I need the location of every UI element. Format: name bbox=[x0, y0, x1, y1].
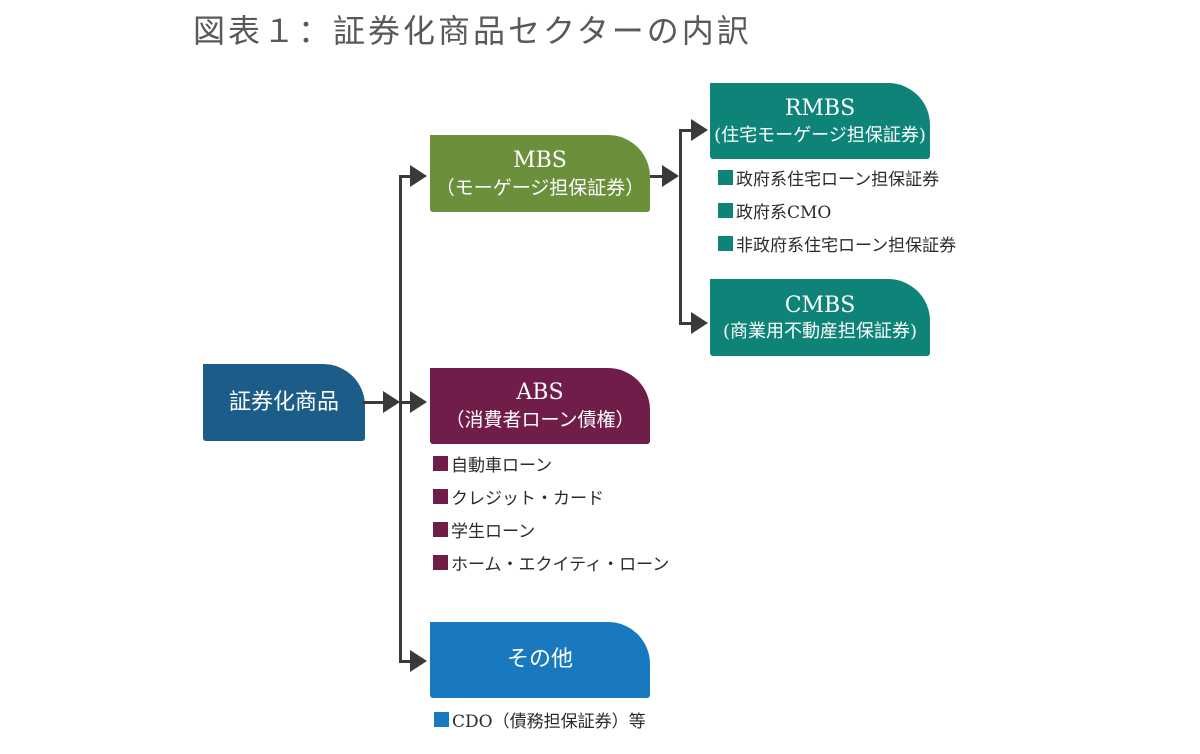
list-item: 非政府系住宅ローン担保証券 bbox=[718, 227, 956, 260]
arrowhead-icon bbox=[691, 119, 708, 141]
bullet-square-icon bbox=[434, 712, 449, 727]
connector-line bbox=[650, 175, 662, 178]
bullet-square-icon bbox=[433, 489, 448, 504]
list-item: 政府系住宅ローン担保証券 bbox=[718, 161, 956, 194]
list-item: ホーム・エクイティ・ローン bbox=[433, 546, 669, 579]
other-bullet-list: CDO（債務担保証券）等 bbox=[434, 703, 646, 736]
node-cmbs-subtitle: (商業用不動産担保証券) bbox=[722, 321, 918, 343]
list-item-label: 非政府系住宅ローン担保証券 bbox=[736, 236, 957, 256]
connector-line bbox=[679, 129, 682, 325]
bullet-square-icon bbox=[718, 170, 733, 185]
arrowhead-icon bbox=[662, 165, 679, 187]
node-abs-subtitle: （消費者ローン債権） bbox=[445, 409, 635, 432]
connector-line bbox=[402, 175, 410, 178]
bullet-square-icon bbox=[433, 456, 448, 471]
connector-line bbox=[402, 660, 410, 663]
node-abs: ABS （消費者ローン債権） bbox=[430, 368, 650, 444]
connector-line bbox=[362, 401, 383, 404]
node-mbs-title: MBS bbox=[513, 147, 567, 173]
rmbs-bullet-list: 政府系住宅ローン担保証券 政府系CMO 非政府系住宅ローン担保証券 bbox=[718, 161, 956, 260]
connector-line bbox=[682, 322, 691, 325]
arrowhead-icon bbox=[691, 312, 708, 334]
node-securitized-products: 証券化商品 bbox=[203, 364, 365, 441]
abs-bullet-list: 自動車ローン クレジット・カード 学生ローン ホーム・エクイティ・ローン bbox=[433, 447, 669, 579]
list-item: CDO（債務担保証券）等 bbox=[434, 703, 646, 736]
node-rmbs: RMBS (住宅モーゲージ担保証券) bbox=[710, 83, 930, 159]
node-securitized-products-label: 証券化商品 bbox=[228, 389, 339, 415]
arrowhead-icon bbox=[410, 650, 427, 672]
node-mbs: MBS （モーゲージ担保証券） bbox=[430, 135, 650, 212]
bullet-square-icon bbox=[718, 203, 733, 218]
list-item-label: CDO（債務担保証券）等 bbox=[452, 712, 646, 732]
list-item: 自動車ローン bbox=[433, 447, 669, 480]
node-mbs-subtitle: （モーゲージ担保証券） bbox=[435, 176, 645, 199]
node-rmbs-subtitle: (住宅モーゲージ担保証券) bbox=[714, 124, 926, 146]
node-cmbs-title: CMBS bbox=[784, 292, 856, 318]
list-item: 政府系CMO bbox=[718, 194, 956, 227]
list-item-label: 政府系CMO bbox=[736, 203, 832, 223]
connector-line bbox=[682, 129, 691, 132]
arrowhead-icon bbox=[410, 391, 427, 413]
list-item-label: クレジット・カード bbox=[451, 489, 604, 509]
list-item-label: ホーム・エクイティ・ローン bbox=[451, 555, 670, 575]
node-cmbs: CMBS (商業用不動産担保証券) bbox=[710, 279, 930, 356]
arrowhead-icon bbox=[410, 165, 427, 187]
list-item-label: 学生ローン bbox=[451, 522, 536, 542]
connector-line bbox=[402, 401, 410, 404]
list-item: クレジット・カード bbox=[433, 480, 669, 513]
node-other-title: その他 bbox=[506, 647, 573, 673]
figure-title: 図表１：証券化商品セクターの内訳 bbox=[193, 12, 752, 50]
list-item-label: 政府系住宅ローン担保証券 bbox=[736, 170, 940, 190]
connector-line bbox=[399, 175, 402, 663]
bullet-square-icon bbox=[433, 522, 448, 537]
node-abs-title: ABS bbox=[516, 380, 564, 406]
bullet-square-icon bbox=[718, 236, 733, 251]
node-rmbs-title: RMBS bbox=[784, 96, 856, 121]
list-item: 学生ローン bbox=[433, 513, 669, 546]
node-other: その他 bbox=[430, 622, 650, 698]
list-item-label: 自動車ローン bbox=[451, 456, 553, 476]
bullet-square-icon bbox=[433, 555, 448, 570]
arrowhead-icon bbox=[383, 391, 400, 413]
